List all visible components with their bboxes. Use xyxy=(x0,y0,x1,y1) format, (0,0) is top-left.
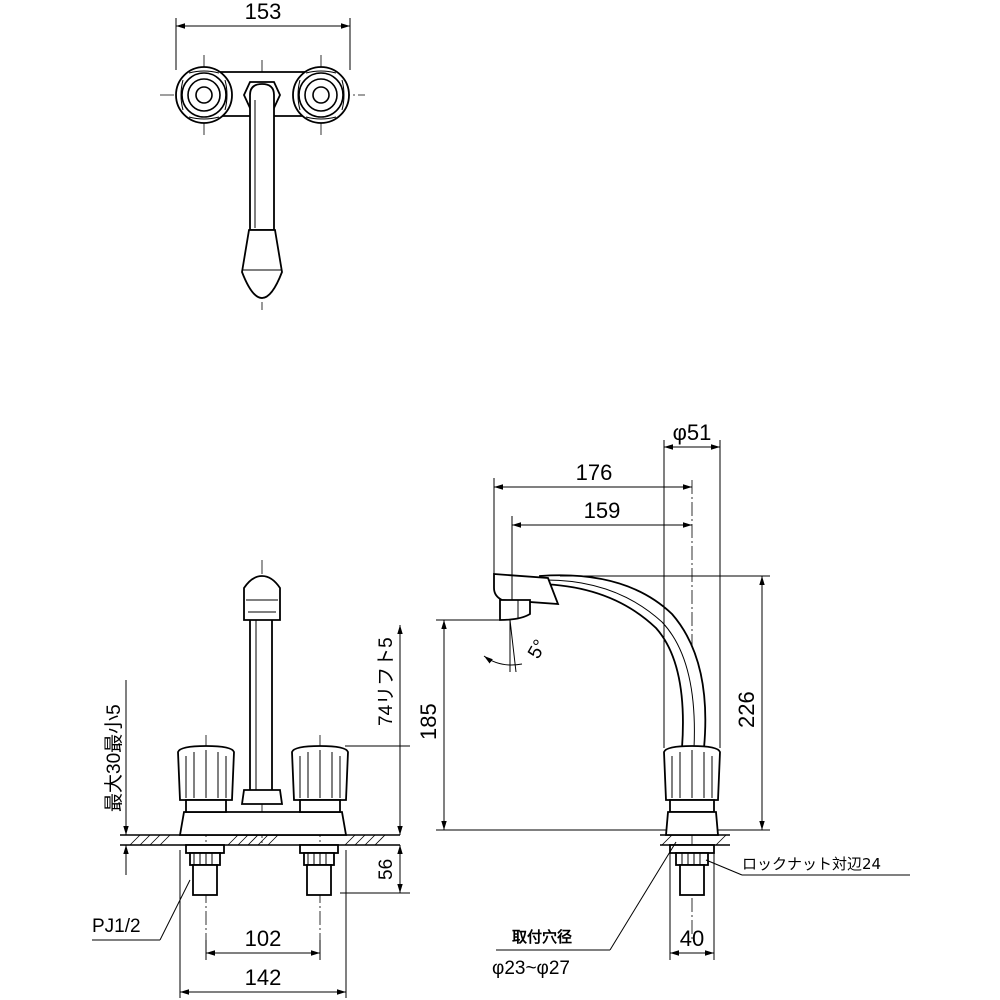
shank-dimension: 40 xyxy=(680,926,704,951)
front-left-handle xyxy=(177,745,235,813)
thread-label: PJ1/2 xyxy=(92,916,141,937)
below-deck-dimension: 56 xyxy=(376,859,397,880)
front-view: 74リフト5 56 最大30最小5 PJ1/2 102 142 xyxy=(92,560,410,998)
spout-height-dimension: 185 xyxy=(416,703,441,740)
side-view: φ51 176 159 5° 185 226 ロックナット対辺24 取付穴径 φ… xyxy=(416,420,910,979)
front-right-handle xyxy=(291,745,349,813)
total-height-dimension: 226 xyxy=(734,691,759,728)
locknut-label: ロックナット対辺24 xyxy=(742,855,881,873)
top-width-dimension: 153 xyxy=(245,0,282,24)
inner-reach-dimension: 159 xyxy=(584,498,621,523)
handle-diameter-dimension: φ51 xyxy=(673,420,712,445)
top-left-handle xyxy=(175,66,233,124)
center-spacing-dimension: 102 xyxy=(245,926,282,951)
hole-range: φ23~φ27 xyxy=(492,958,570,979)
deck-thickness-dimension: 最大30最小5 xyxy=(103,704,125,812)
lift-dimension: 74リフト5 xyxy=(376,637,397,726)
top-view: 153 xyxy=(160,0,365,310)
reach-dimension: 176 xyxy=(576,460,613,485)
hole-title: 取付穴径 xyxy=(512,928,572,946)
angle-dimension: 5° xyxy=(524,636,551,662)
base-width-dimension: 142 xyxy=(245,965,282,990)
top-right-handle xyxy=(292,66,350,124)
